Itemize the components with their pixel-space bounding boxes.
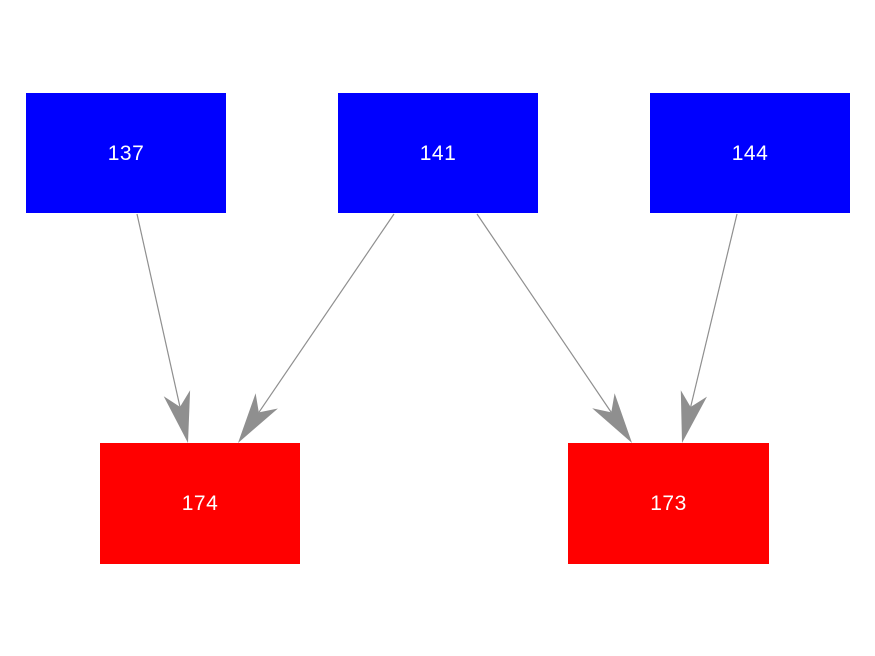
node-label: 173 (650, 492, 687, 515)
node-141[interactable]: 141 (338, 93, 538, 213)
edge-line-137-174 (136, 213, 181, 408)
node-144[interactable]: 144 (650, 93, 850, 213)
node-174[interactable]: 174 (100, 443, 300, 564)
arrowhead-icon-137-174 (163, 390, 191, 443)
node-label: 144 (731, 141, 769, 165)
node-label: 141 (419, 141, 457, 165)
node-173[interactable]: 173 (568, 443, 769, 564)
node-137[interactable]: 137 (26, 93, 226, 213)
node-label: 137 (107, 141, 145, 165)
arrowhead-icon-144-173 (680, 390, 707, 443)
arrowhead-icon-141-173 (592, 393, 632, 443)
node-label: 174 (181, 492, 219, 515)
edge-line-144-173 (690, 213, 738, 408)
edge-line-141-174 (258, 213, 395, 413)
edge-line-141-173 (476, 213, 612, 413)
arrowhead-icon-141-174 (238, 393, 278, 443)
